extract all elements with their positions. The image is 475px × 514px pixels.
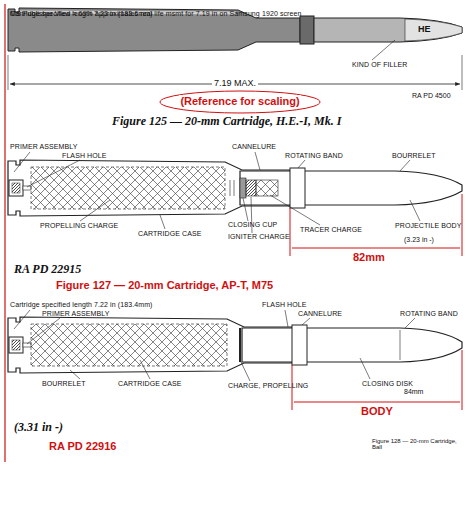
part-label: CANNELURE	[298, 310, 342, 317]
part-label: CLOSING DISK	[362, 380, 413, 387]
part-label: CANNELURE	[232, 143, 276, 150]
figure-caption: RA PD 22915	[14, 262, 81, 277]
filler-mark: HE	[418, 24, 431, 34]
he-cartridge	[8, 8, 462, 52]
part-label: PROPELLING CHARGE	[40, 222, 118, 229]
part-label: PRIMER ASSEMBLY	[42, 310, 110, 317]
part-label: TRACER CHARGE	[300, 226, 362, 233]
figure-caption: (3.31 in -)	[14, 420, 63, 435]
dimension-line	[292, 248, 460, 249]
part-label: CLOSING CUP	[228, 221, 277, 228]
leader-lines	[14, 310, 415, 381]
drawing-number: (3.23 in -)	[404, 236, 434, 243]
scaling-note: (Reference for scaling)	[179, 95, 300, 107]
drawing-number: RA PD 4500	[412, 92, 451, 99]
part-label: KIND OF FILLER	[352, 61, 407, 68]
leader-line	[372, 40, 395, 60]
part-label: CARTRIDGE CASE	[138, 230, 202, 237]
part-label: PRIMER ASSEMBLY	[10, 143, 78, 150]
label: MS Publisher View = 69% approximates rea…	[10, 10, 302, 17]
part-label: ROTATING BAND	[400, 310, 458, 317]
length-note: RA PD 22916	[48, 440, 117, 452]
ball-cartridge	[8, 317, 462, 373]
leader-lines	[14, 152, 420, 233]
part-label: IGNITER CHARGE	[228, 233, 290, 240]
part-label: ROTATING BAND	[285, 152, 343, 159]
red-highlight	[160, 91, 320, 113]
dimension-line	[294, 402, 460, 403]
screen-note: Figure 128 — 20-mm Cartridge, Ball	[372, 438, 464, 450]
part-label: PROJECTILE BODY	[395, 222, 461, 229]
part-label: CARTRIDGE CASE	[118, 380, 182, 387]
part-label: Cartridge specified length 7.22 in (183.…	[10, 301, 153, 308]
length-note: Figure 127 — 20-mm Cartridge, AP-T, M75	[55, 279, 274, 291]
dimension-text: 82mm	[352, 251, 386, 263]
reference-line	[4, 4, 5, 462]
dimension-text: BODY	[360, 405, 394, 417]
part-label: FLASH HOLE	[262, 301, 307, 308]
part-label: BOURRELET	[392, 152, 436, 159]
figure-caption: Figure 125 — 20-mm Cartridge, H.E.-I, Mk…	[112, 114, 341, 129]
part-label: BOURRELET	[42, 380, 86, 387]
part-label: CHARGE, PROPELLING	[228, 382, 308, 389]
apt-cartridge	[8, 160, 462, 216]
drawing-number: 84mm	[404, 388, 423, 395]
dimension-text: 7.19 MAX.	[212, 78, 258, 88]
part-label: FLASH HOLE	[62, 152, 107, 159]
